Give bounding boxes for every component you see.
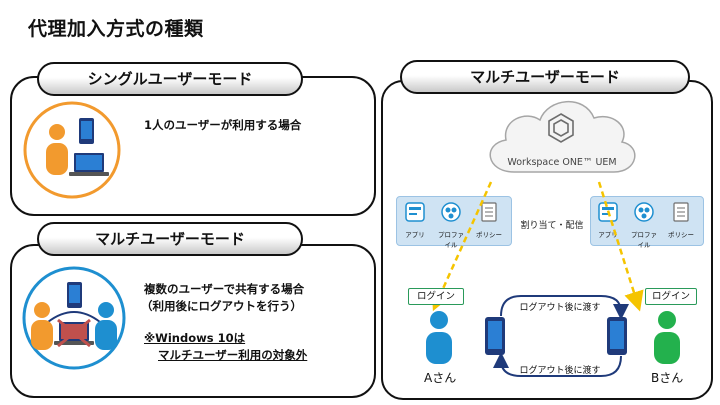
- multi-mode-desc-line1: 複数のユーザーで共有する場合: [144, 282, 305, 296]
- service-label-app-left: アプリ: [405, 231, 425, 239]
- logout-label-top: ログアウト後に渡す: [519, 303, 601, 313]
- cloud-label: Workspace ONE™ UEM: [507, 157, 617, 168]
- cloud-icon: [489, 101, 636, 173]
- single-user-device-icon: [23, 101, 121, 199]
- service-label-profile-left: プロファイル: [438, 231, 464, 249]
- flow-arrows: [431, 181, 644, 377]
- policy-icon: [481, 202, 497, 222]
- user-b-person-icon: [654, 311, 680, 364]
- windows-note-line1: ※Windows 10は: [144, 331, 246, 345]
- app-icon: [405, 202, 425, 222]
- multi-mode-left-title: マルチユーザーモード: [37, 222, 303, 256]
- profile-icon: [441, 202, 461, 222]
- user-b-name: Bさん: [651, 371, 684, 385]
- tablet-right-icon: [607, 317, 627, 355]
- user-a-login-bubble: ログイン: [408, 288, 464, 305]
- distribution-label: 割り当て・配信: [520, 221, 584, 231]
- windows-note-line2: マルチユーザー利用の対象外: [158, 348, 308, 362]
- multi-mode-right-title: マルチユーザーモード: [400, 60, 690, 94]
- tablet-left-icon: [485, 317, 505, 355]
- user-a-name: Aさん: [424, 371, 457, 385]
- single-mode-description: 1人のユーザーが利用する場合: [144, 118, 302, 132]
- user-b-login-bubble: ログイン: [645, 288, 697, 305]
- single-mode-title: シングルユーザーモード: [37, 62, 303, 96]
- profile-icon: [634, 202, 654, 222]
- page-title: 代理加入方式の種類: [28, 18, 204, 40]
- policy-icon: [673, 202, 689, 222]
- service-label-policy-left: ポリシー: [476, 231, 502, 239]
- shared-device-icon: [22, 266, 126, 370]
- multi-mode-panel-left: [10, 244, 376, 398]
- service-label-policy-right: ポリシー: [668, 231, 694, 239]
- service-label-app-right: アプリ: [598, 231, 618, 239]
- service-label-profile-right: プロファイル: [631, 231, 657, 249]
- multi-mode-desc-line2: （利用後にログアウトを行う）: [141, 299, 302, 313]
- logout-label-bottom: ログアウト後に渡す: [519, 366, 601, 376]
- user-a-person-icon: [426, 311, 452, 364]
